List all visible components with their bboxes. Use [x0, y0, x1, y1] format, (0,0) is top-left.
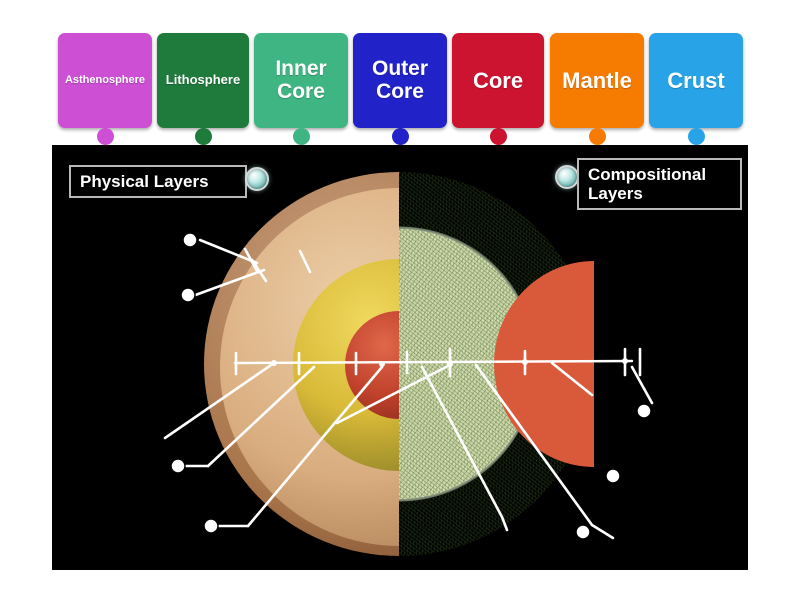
label-connector-dot[interactable] [687, 128, 705, 145]
label-tile-text: Asthenosphere [64, 73, 146, 86]
earth-cross-section-image [204, 172, 594, 556]
drop-target-5[interactable] [636, 403, 652, 419]
label-connector-dot[interactable] [96, 128, 114, 145]
label-connector-dot[interactable] [391, 128, 409, 145]
label-connector-dot[interactable] [489, 128, 507, 145]
label-tile-lithosphere[interactable]: Lithosphere [157, 33, 249, 128]
physical-layers-title: Physical Layers [69, 165, 247, 199]
leader-line-overlay [163, 232, 654, 540]
drop-target-4[interactable] [203, 518, 219, 534]
compositional-layers-title: Compositional Layers [577, 158, 742, 211]
label-tile-text: Core [472, 67, 524, 93]
label-tile-text: Outer Core [371, 56, 428, 103]
label-tile-inner-core[interactable]: Inner Core [254, 33, 348, 128]
label-tile-asthenosphere[interactable]: Asthenosphere [58, 33, 152, 128]
drop-target-7[interactable] [575, 524, 591, 540]
label-tile-mantle[interactable]: Mantle [550, 33, 644, 128]
draggable-label-strip: Asthenosphere Lithosphere Inner Core Outer … [0, 0, 800, 145]
drop-target-1[interactable] [182, 232, 198, 248]
label-tile-outer-core[interactable]: Outer Core [353, 33, 447, 128]
label-connector-dot[interactable] [194, 128, 212, 145]
radio-orb-icon[interactable] [245, 167, 269, 191]
label-tile-text: Crust [667, 67, 725, 93]
label-tile-text: Inner Core [275, 56, 327, 103]
diagram-stage: Physical Layers Compositional Layers [52, 145, 748, 570]
drop-target-dots [170, 232, 652, 540]
drop-target-3[interactable] [170, 458, 186, 474]
label-tile-text: Mantle [562, 67, 632, 93]
radio-orb-icon[interactable] [555, 165, 579, 189]
label-tile-text: Lithosphere [165, 72, 241, 88]
label-tile-crust[interactable]: Crust [649, 33, 743, 128]
label-tile-core[interactable]: Core [452, 33, 544, 128]
label-connector-dot[interactable] [292, 128, 310, 145]
physical-half [204, 172, 399, 556]
drop-target-6[interactable] [605, 468, 621, 484]
label-connector-dot[interactable] [588, 128, 606, 145]
drop-target-2[interactable] [180, 287, 196, 303]
compositional-half [399, 172, 594, 556]
